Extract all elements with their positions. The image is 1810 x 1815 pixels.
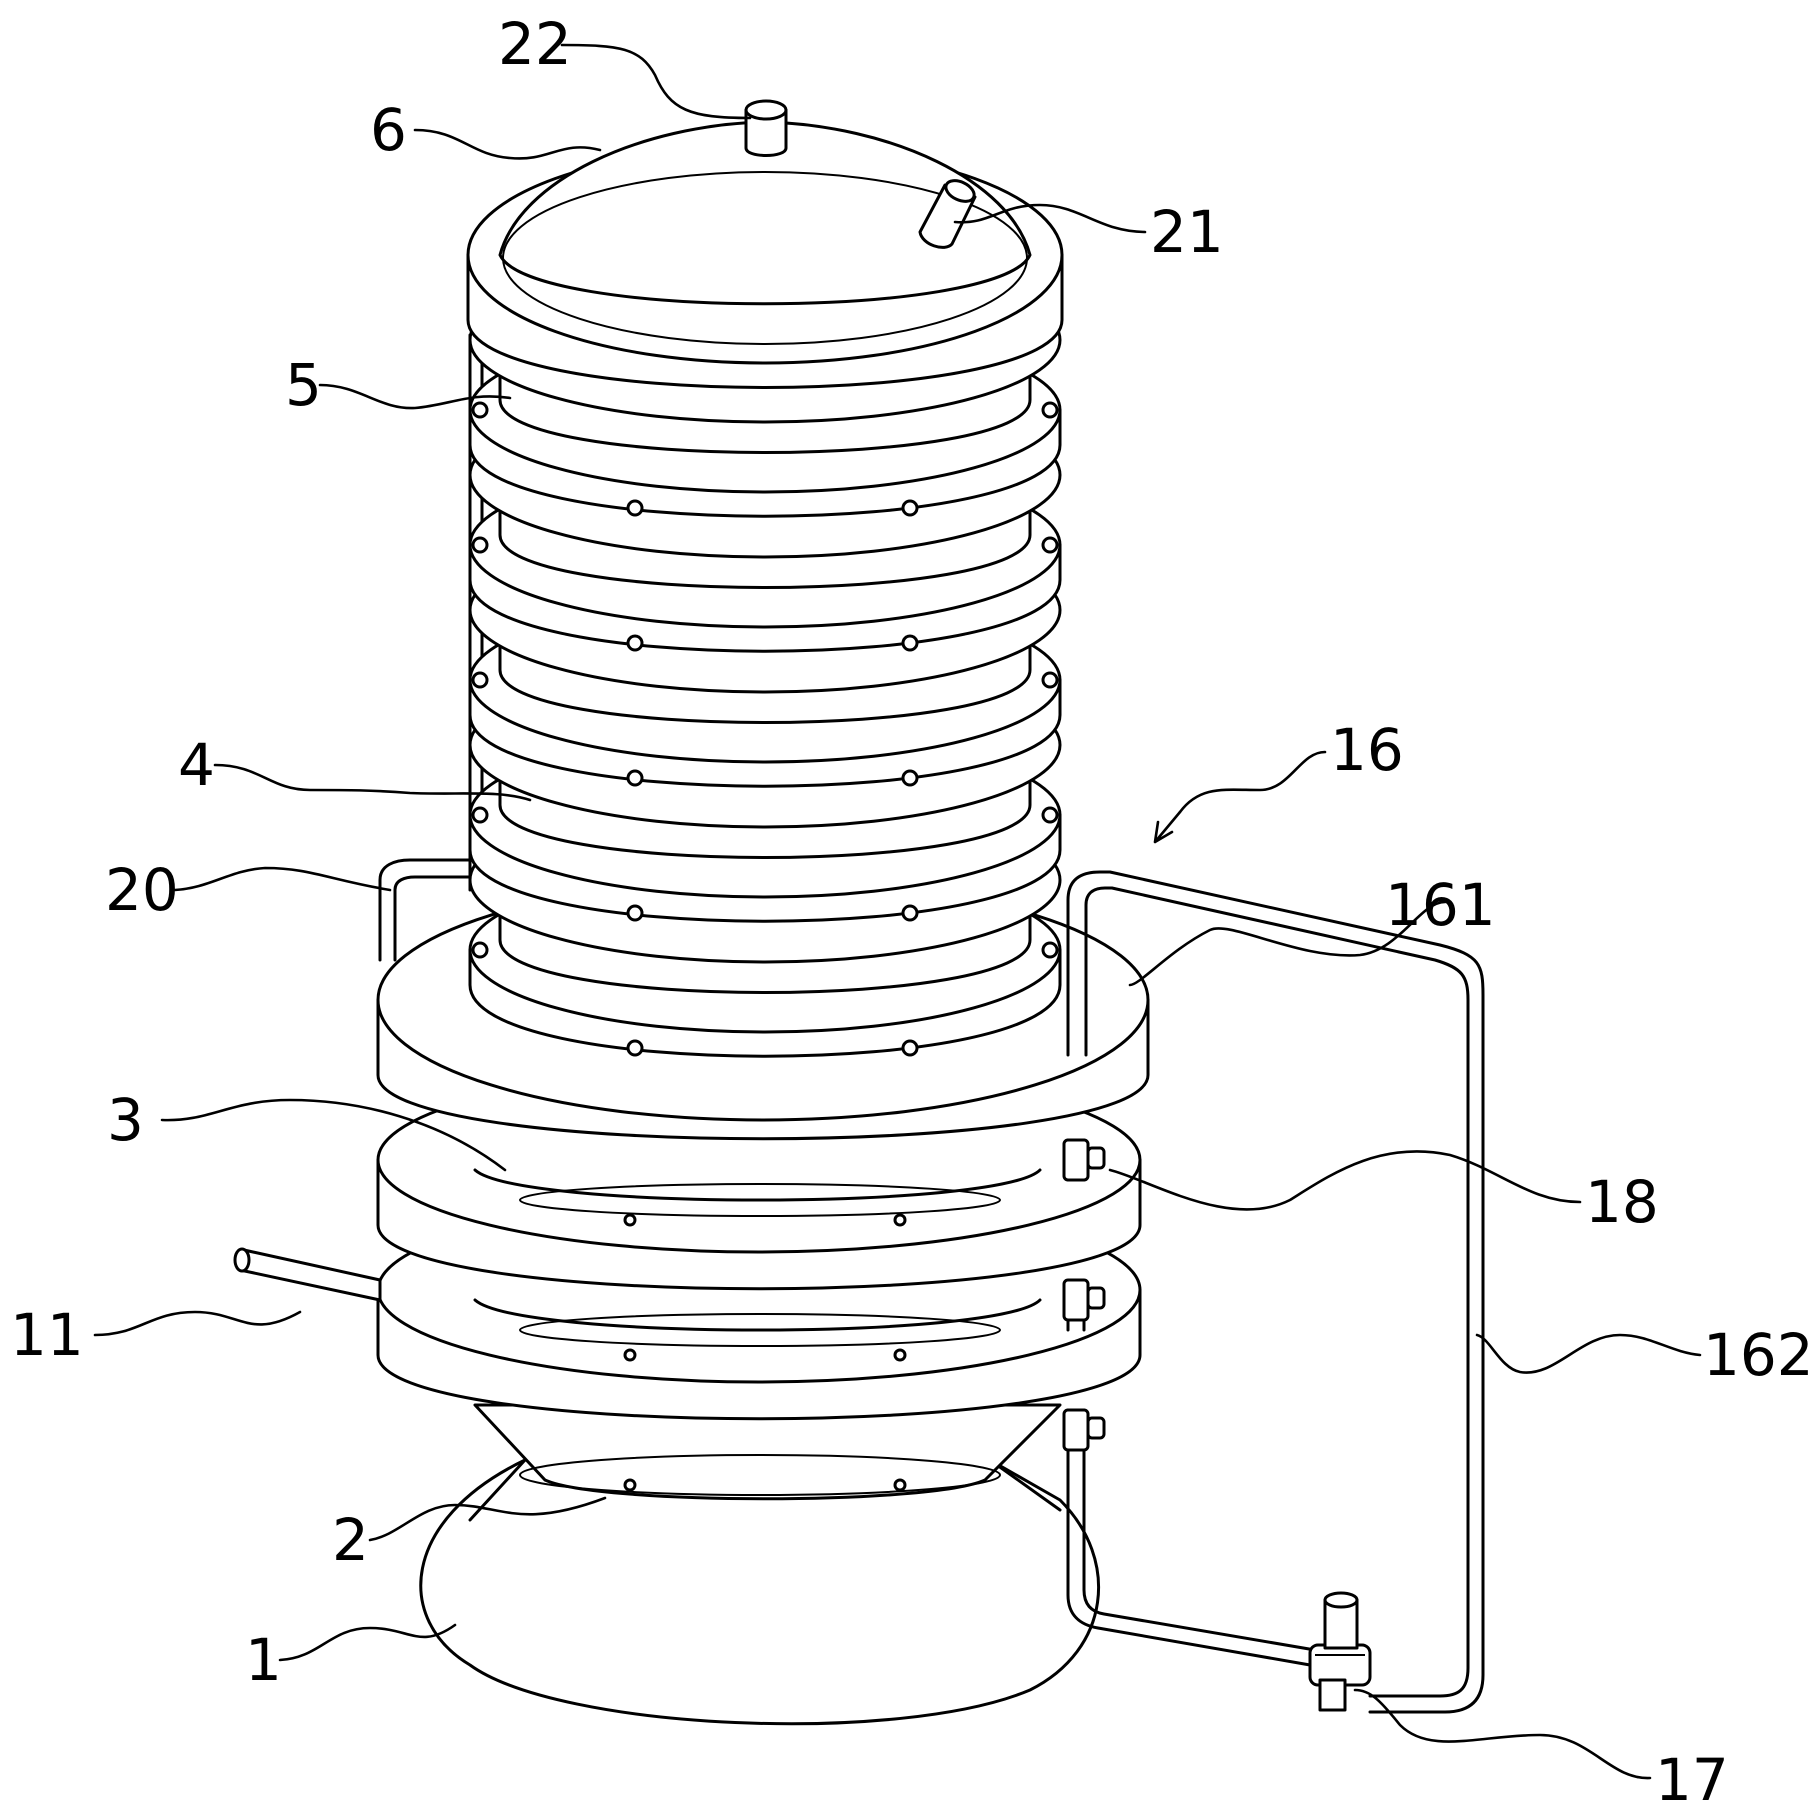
leader-1 <box>280 1625 455 1660</box>
leader-18 <box>1110 1151 1580 1209</box>
label-17: 17 <box>1655 1746 1729 1814</box>
leader-22 <box>562 45 750 118</box>
top-cover-6 <box>468 122 1062 388</box>
label-21: 21 <box>1150 198 1224 266</box>
leader-6 <box>415 130 600 158</box>
label-2: 2 <box>332 1506 369 1574</box>
label-20: 20 <box>105 856 179 924</box>
fitting-18-lower <box>1064 1410 1104 1450</box>
leader-17 <box>1355 1690 1650 1778</box>
label-162: 162 <box>1703 1321 1810 1389</box>
top-port-22 <box>746 101 786 156</box>
label-4: 4 <box>178 731 215 799</box>
label-16: 16 <box>1330 716 1404 784</box>
label-5: 5 <box>285 351 322 419</box>
feed-pipe-11 <box>235 1249 380 1300</box>
label-161: 161 <box>1385 871 1496 939</box>
leader-11 <box>95 1312 300 1335</box>
leader-20 <box>175 868 390 890</box>
leader-162 <box>1477 1335 1700 1373</box>
return-line-20 <box>380 335 482 960</box>
label-22: 22 <box>498 10 572 78</box>
label-1: 1 <box>245 1626 282 1694</box>
label-11: 11 <box>10 1301 84 1369</box>
label-3: 3 <box>107 1086 144 1154</box>
leader-16 <box>1180 752 1325 812</box>
label-6: 6 <box>370 96 407 164</box>
pump-valve-17 <box>1310 1593 1370 1710</box>
leader-16-arrow <box>1155 812 1180 842</box>
label-18: 18 <box>1585 1168 1659 1236</box>
